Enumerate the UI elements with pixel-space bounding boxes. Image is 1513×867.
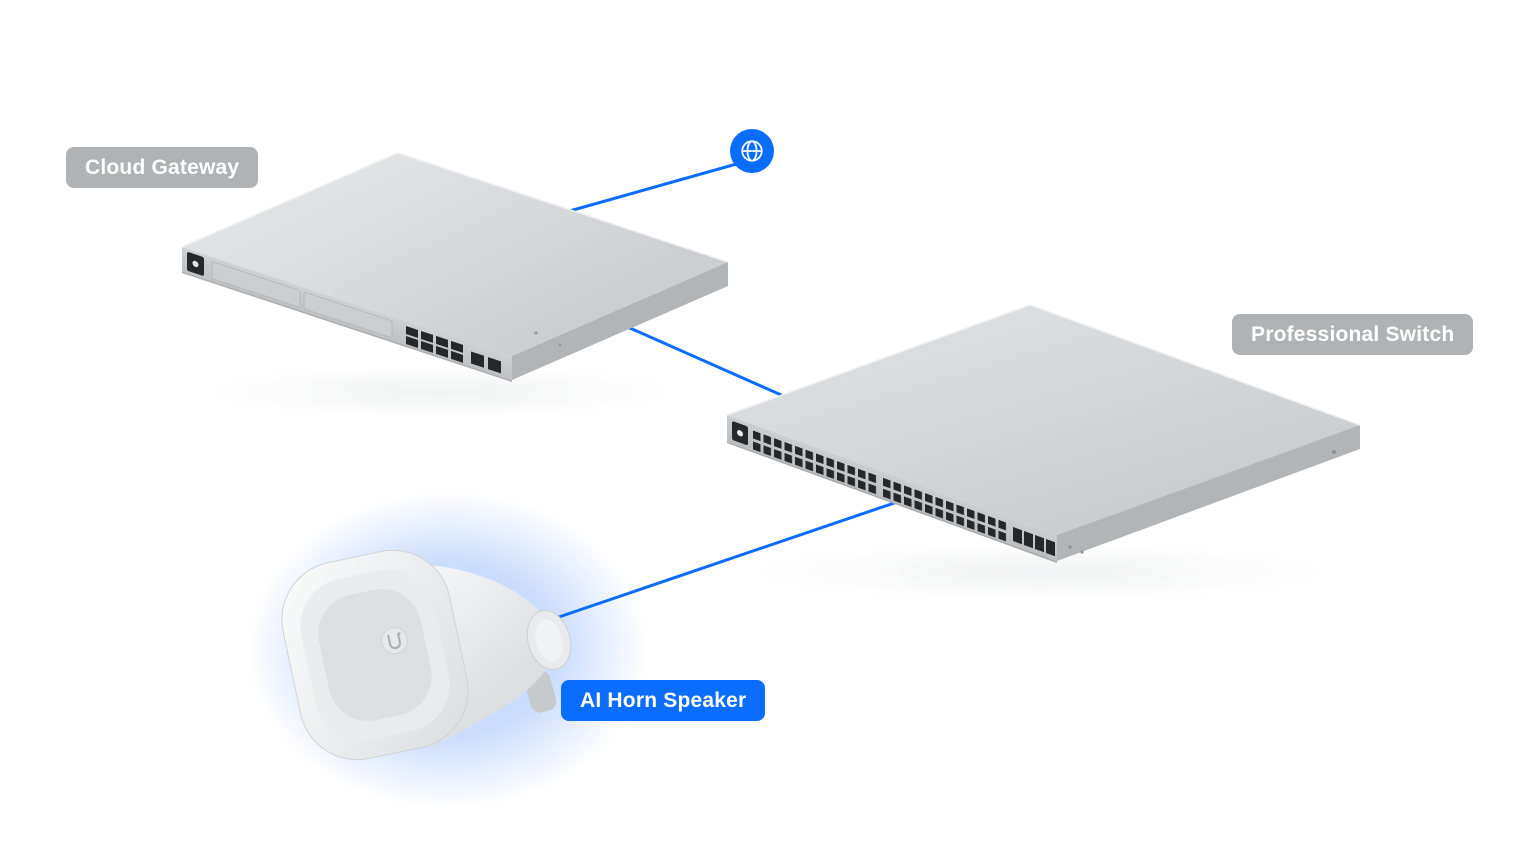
switch-front-face: [727, 415, 1057, 563]
gateway-right-face: [512, 262, 728, 380]
gateway-drive-bays: [211, 261, 393, 338]
professional-switch-label: Professional Switch: [1232, 314, 1474, 355]
connection-gateway-switch: [612, 319, 790, 400]
gateway-display: [187, 252, 204, 276]
speaker-bell: [281, 549, 469, 761]
gateway-screws: [534, 331, 562, 347]
professional-switch-device: [726, 304, 1361, 563]
ubiquiti-logo: [380, 627, 408, 655]
switch-top-face: [727, 305, 1360, 535]
cloud-gateway-device: [181, 152, 729, 383]
switch-sfp-ports: [1013, 526, 1055, 557]
ai-horn-speaker-device: [281, 549, 572, 761]
connection-switch-speaker: [554, 499, 902, 620]
cloud-gateway-label: Cloud Gateway: [66, 147, 259, 188]
internet-globe-icon: [730, 129, 774, 173]
switch-ethernet-ports-bank1: [753, 430, 879, 498]
ai-horn-speaker-label: AI Horn Speaker: [561, 680, 766, 721]
gateway-ethernet-ports: [406, 325, 463, 363]
connection-lines: [554, 161, 902, 620]
speaker-driver-cap: [526, 610, 572, 670]
gateway-edge-highlight: [181, 152, 729, 263]
switch-power-inlet: [732, 421, 748, 446]
gateway-top-face: [182, 153, 728, 356]
connection-internet-gateway: [564, 161, 742, 214]
gateway-sfp-ports: [471, 351, 501, 374]
globe-glyph: [741, 140, 763, 162]
switch-edge-highlight: [726, 304, 1361, 426]
switch-shadow: [755, 544, 1325, 600]
gateway-front-face: [182, 247, 512, 383]
switch-ethernet-ports-bank2: [883, 477, 1009, 545]
gateway-shadow: [205, 366, 675, 418]
switch-right-face: [1057, 425, 1360, 561]
switch-screws: [1068, 450, 1336, 554]
